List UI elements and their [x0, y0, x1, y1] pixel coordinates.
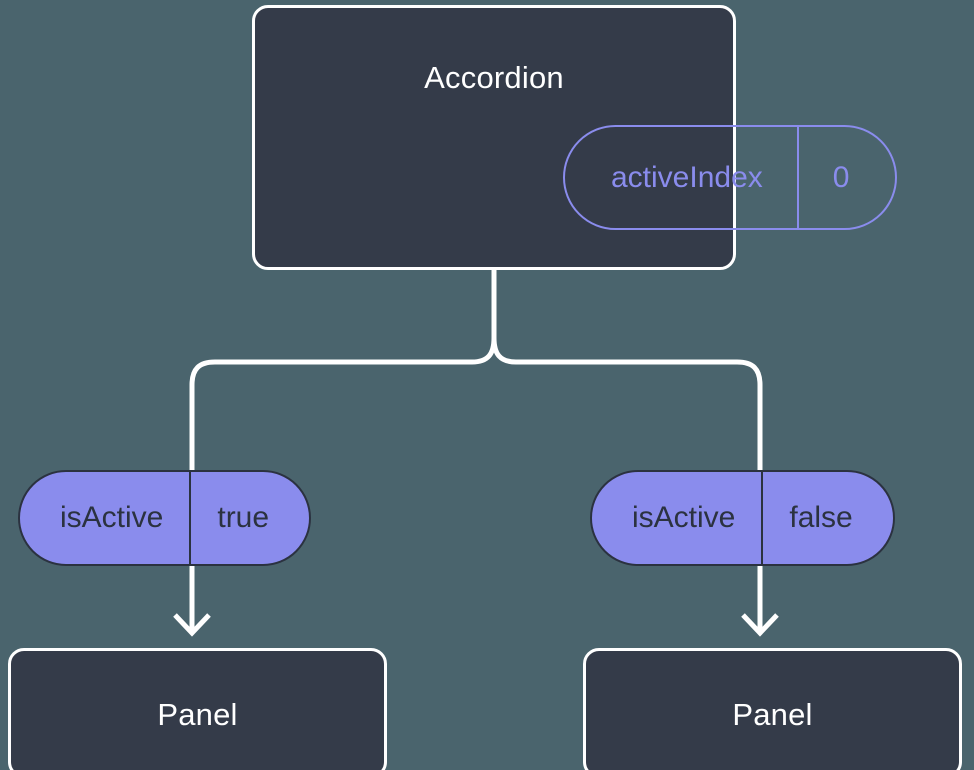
prop-pill-is-active-true-key: isActive [20, 472, 192, 564]
state-pill-active-index-key: activeIndex [565, 127, 799, 228]
prop-pill-is-active-false[interactable]: isActive false [590, 470, 895, 566]
state-pill-active-index[interactable]: activeIndex 0 [563, 125, 898, 230]
prop-pill-is-active-true-value: true [217, 501, 270, 534]
arrow-head-right-icon [741, 613, 779, 637]
node-panel-left[interactable]: Panel [8, 648, 387, 770]
node-accordion[interactable]: Accordion activeIndex 0 [252, 5, 898, 270]
node-accordion-title: Accordion [424, 60, 564, 95]
state-pill-active-index-value: 0 [832, 160, 850, 194]
arrow-head-left-icon [173, 613, 211, 637]
node-panel-right[interactable]: Panel [583, 648, 962, 770]
prop-pill-is-active-false-key: isActive [592, 472, 764, 564]
node-panel-right-title: Panel [732, 697, 813, 732]
node-panel-left-title: Panel [157, 697, 238, 732]
edge-accordion-to-panels [189, 267, 763, 473]
prop-pill-is-active-true[interactable]: isActive true [18, 470, 312, 566]
prop-pill-is-active-false-value: false [789, 501, 853, 534]
